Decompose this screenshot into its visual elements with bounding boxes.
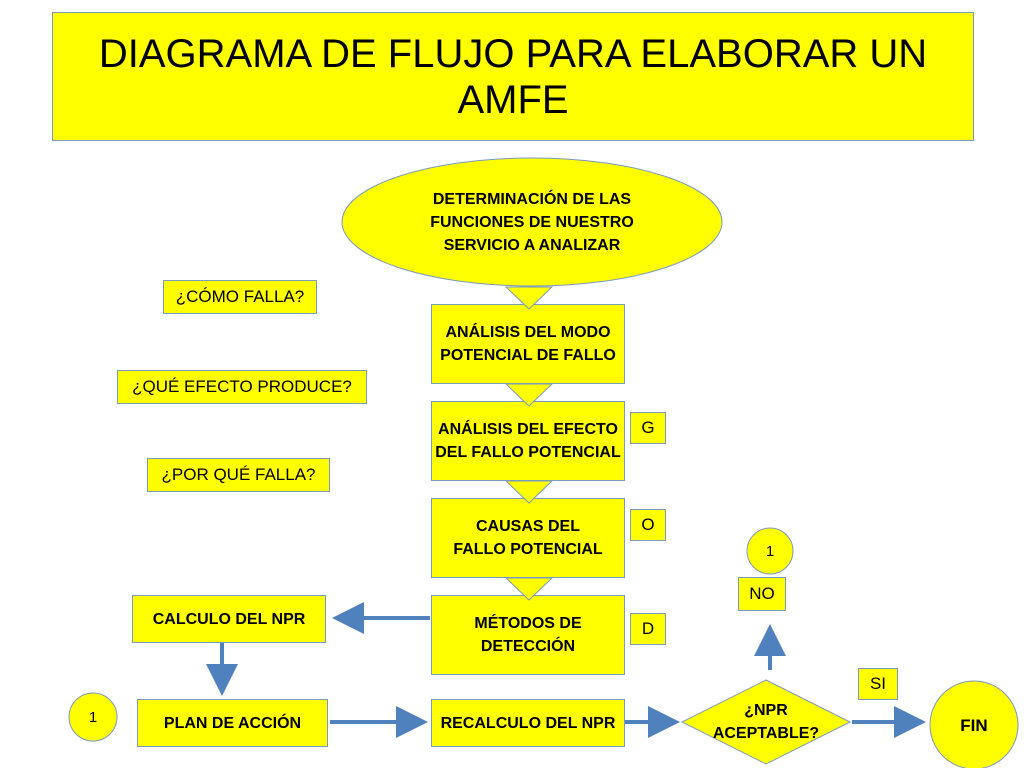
triangle-mode-to-effect — [504, 383, 554, 407]
connector-circle-left — [68, 692, 118, 742]
branch-no: NO — [738, 577, 786, 611]
causes-label: CAUSAS DEL FALLO POTENCIAL — [453, 518, 603, 558]
start-node-label: DETERMINACIÓN DE LAS FUNCIONES DE NUESTR… — [430, 190, 634, 254]
failure-effect-label: ANÁLISIS DEL EFECTO DEL FALLO POTENCIAL — [435, 421, 621, 461]
detection-box: MÉTODOS DE DETECCIÓN — [431, 595, 625, 675]
decision-node: ¿NPR ACEPTABLE? — [700, 698, 832, 746]
start-ellipse — [341, 157, 723, 287]
rating-g: G — [630, 412, 666, 444]
connector-top-label: 1 — [765, 542, 775, 560]
question-why: ¿POR QUÉ FALLA? — [147, 458, 330, 492]
diagram-title: DIAGRAMA DE FLUJO PARA ELABORAR UN AMFE — [52, 12, 974, 141]
start-node: DETERMINACIÓN DE LAS FUNCIONES DE NUESTR… — [390, 180, 674, 264]
action-plan-box: PLAN DE ACCIÓN — [137, 699, 328, 747]
connector-left-label: 1 — [88, 708, 98, 726]
failure-mode-box: ANÁLISIS DEL MODO POTENCIAL DE FALLO — [431, 304, 625, 384]
question-effect: ¿QUÉ EFECTO PRODUCE? — [117, 370, 367, 404]
npr-recalc-box: RECALCULO DEL NPR — [431, 699, 625, 747]
triangle-start-to-mode — [504, 286, 554, 310]
failure-effect-box: ANÁLISIS DEL EFECTO DEL FALLO POTENCIAL — [431, 401, 625, 481]
detection-label: MÉTODOS DE DETECCIÓN — [474, 615, 582, 655]
failure-mode-label: ANÁLISIS DEL MODO POTENCIAL DE FALLO — [440, 324, 616, 364]
end-node: FIN — [960, 715, 988, 735]
decision-label: ¿NPR ACEPTABLE? — [712, 702, 820, 742]
triangle-causes-to-detection — [504, 577, 554, 601]
branch-yes: SI — [858, 668, 898, 700]
triangle-effect-to-causes — [504, 480, 554, 504]
rating-d: D — [630, 613, 666, 645]
rating-o: O — [630, 509, 666, 541]
end-circle — [929, 680, 1019, 768]
question-how: ¿CÓMO FALLA? — [163, 280, 317, 314]
npr-calc-box: CALCULO DEL NPR — [132, 595, 326, 643]
connector-circle-top — [746, 527, 794, 575]
decision-diamond — [680, 679, 852, 765]
